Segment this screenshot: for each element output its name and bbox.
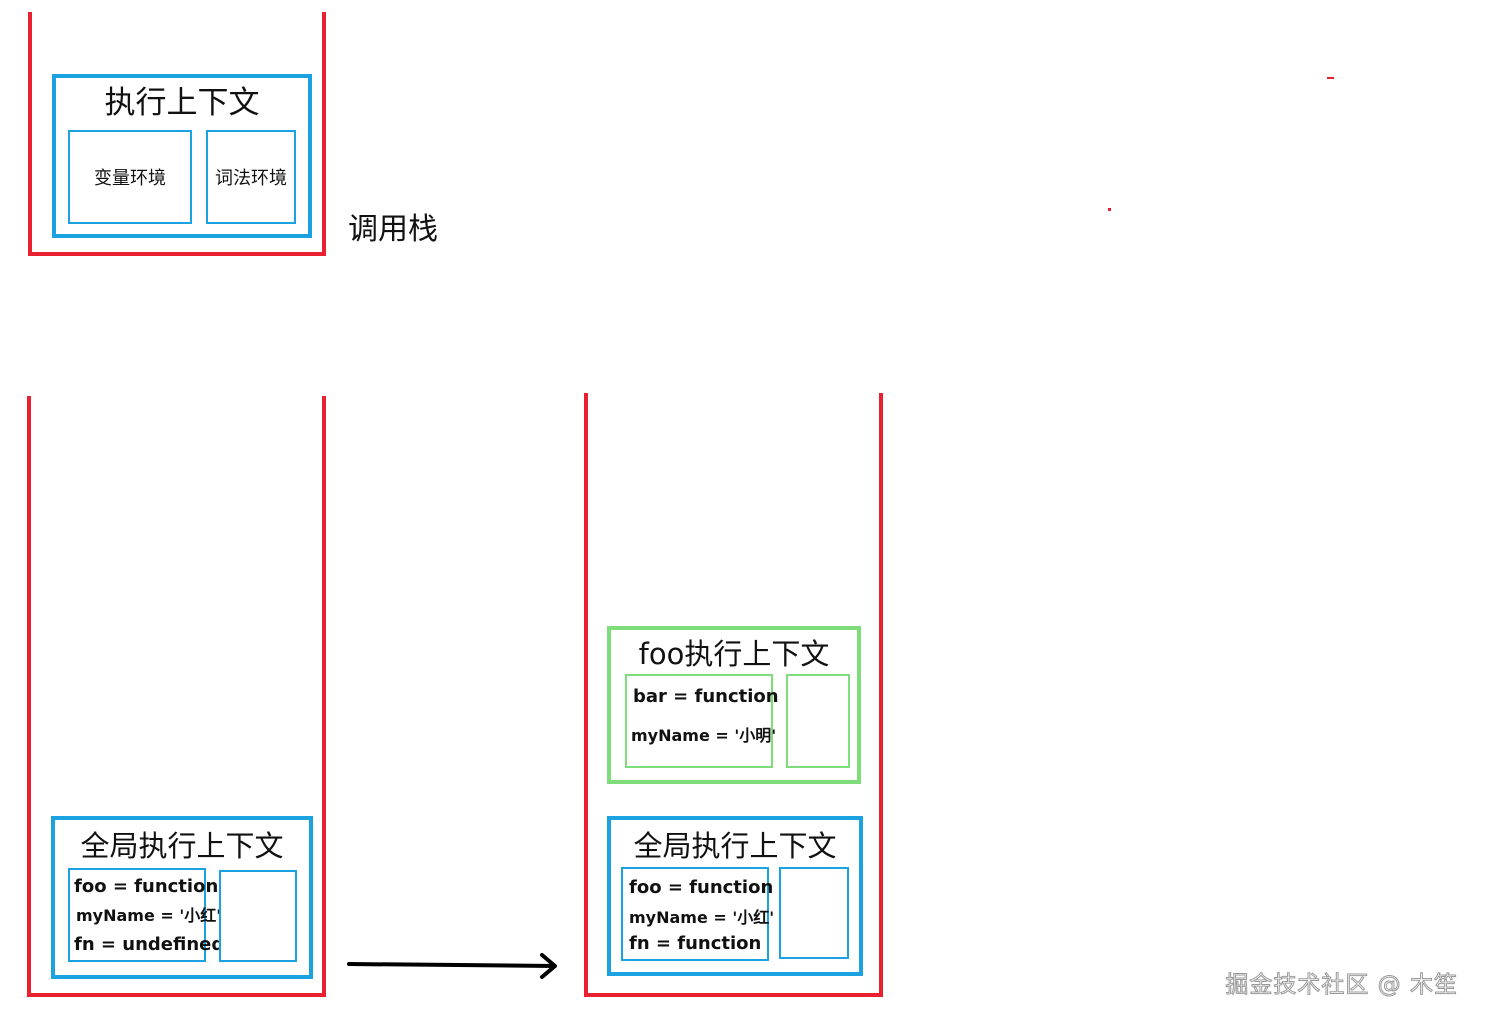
right-global-lexical-env [779, 867, 849, 959]
foo-variable-env: bar = function myName = '小明' [625, 674, 779, 768]
left-global-variable-env: foo = function myName = '小红' fn = undefi… [68, 868, 224, 962]
stray-mark-2 [1108, 208, 1111, 211]
right-call-stack: foo执行上下文 bar = function myName = '小明' 全局… [584, 393, 883, 997]
right-global-variable-env: foo = function myName = '小红' fn = functi… [621, 867, 774, 961]
right-global-var-line-3: fn = function [629, 933, 762, 954]
call-stack-label: 调用栈 [348, 212, 438, 247]
foo-var-line-1: bar = function [633, 686, 779, 707]
legend-variable-env-box: 变量环境 [68, 130, 192, 224]
foo-var-line-2: myName = '小明' [631, 726, 777, 745]
left-call-stack: 全局执行上下文 foo = function myName = '小红' fn … [27, 396, 326, 997]
right-global-var-line-2: myName = '小红' [629, 908, 775, 927]
left-global-var-line-1: foo = function [74, 876, 219, 897]
left-global-lexical-env [219, 870, 297, 962]
left-global-var-line-3: fn = undefined [74, 934, 225, 955]
left-global-var-line-2: myName = '小红' [76, 906, 222, 925]
right-global-context: 全局执行上下文 foo = function myName = '小红' fn … [607, 816, 863, 976]
legend-call-stack: 执行上下文 变量环境 词法环境 [28, 12, 326, 256]
stray-mark-1 [1327, 77, 1334, 79]
transition-arrow [347, 953, 557, 979]
legend-lexical-env-box: 词法环境 [206, 130, 296, 224]
foo-execution-context: foo执行上下文 bar = function myName = '小明' [607, 626, 861, 784]
foo-context-title: foo执行上下文 [638, 637, 830, 671]
legend-lexical-env-label: 词法环境 [215, 168, 287, 189]
legend-execution-context: 执行上下文 变量环境 词法环境 [52, 74, 312, 238]
left-global-context-title: 全局执行上下文 [80, 829, 284, 863]
watermark: 掘金技术社区 @ 木笙 [1225, 972, 1458, 999]
right-global-context-title: 全局执行上下文 [633, 829, 837, 863]
legend-variable-env-label: 变量环境 [94, 168, 166, 189]
legend-context-title: 执行上下文 [104, 85, 260, 121]
right-global-var-line-1: foo = function [629, 877, 774, 898]
foo-lexical-env [786, 674, 850, 768]
left-global-context: 全局执行上下文 foo = function myName = '小红' fn … [51, 816, 313, 979]
